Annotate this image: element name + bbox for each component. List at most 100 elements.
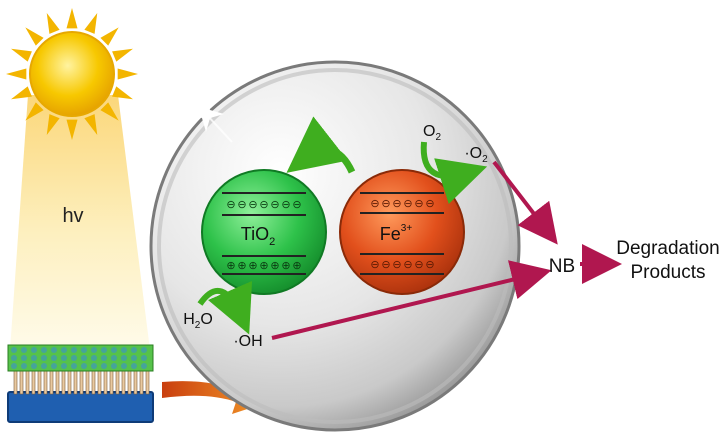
nanotube [61,369,66,395]
sun-ray [11,86,32,100]
charge-symbol: ⊕ [292,260,301,272]
nanotube-cap [111,347,117,353]
nanotube-cap [81,363,87,369]
nanotube-cap [121,355,127,361]
charge-symbol: ⊖ [425,259,434,271]
nanotube-cap [71,347,77,353]
nanotube-cap [141,363,147,369]
hydroxyl-label: ·OH [233,333,262,350]
nanotube-cap [11,347,17,353]
nanotube [145,369,150,395]
nanotube-cap [91,355,97,361]
nanotube-cap [121,347,127,353]
nanotube [97,369,102,395]
sun-ray [100,102,119,121]
sun-ray [84,114,98,135]
nanotube-cap [111,355,117,361]
sun-ray [112,86,133,100]
charge-symbol: ⊖ [370,259,379,271]
sun-icon [6,8,138,140]
superoxide-to-nb-arrow [492,160,558,245]
nanotube-cap [51,355,57,361]
nanotube [109,369,114,395]
water-oxidation-arrow [197,280,253,335]
nanotube [103,369,108,395]
nanotube-cap [61,363,67,369]
nanotube-cap [11,355,17,361]
tio2-label: TiO2 [241,224,275,248]
charge-symbol: ⊖ [381,198,390,210]
charge-symbol: ⊖ [403,259,412,271]
nanotube-cap [21,347,27,353]
nanotube-cap [101,363,107,369]
nanotube-cap [131,347,137,353]
charge-symbol: ⊕ [237,260,246,272]
superoxide-label: ·O2 [464,145,488,165]
charge-symbol: ⊖ [281,199,290,211]
oxygen-reduction-arrow [420,141,488,204]
sun-ray [46,114,60,135]
fe-label: Fe3+ [380,223,413,244]
fe-particle: ⊖⊖⊖⊖⊖⊖ ⊖⊖⊖⊖⊖⊖ Fe3+ [339,169,465,295]
electron-transfer-arrow [286,116,356,174]
nanotube-cap [21,363,27,369]
charge-symbol: ⊖ [270,199,279,211]
nanotube [55,369,60,395]
sun-ray [25,102,44,121]
nanotube-cap [51,363,57,369]
sun-ray [11,48,32,62]
nanotube [31,369,36,395]
nanotube [25,369,30,395]
nanotube-cap [121,363,127,369]
nanotube-cap [11,363,17,369]
nanotube [133,369,138,395]
nanotube-cap [91,347,97,353]
nanotube-cap [61,355,67,361]
nanotube-cap [81,355,87,361]
nanotube-cap [81,347,87,353]
charge-symbol: ⊖ [237,199,246,211]
nanotube [49,369,54,395]
charge-symbol: ⊕ [226,260,235,272]
light-beam [10,95,150,350]
nanotube [115,369,120,395]
nanotube [139,369,144,395]
nanotube [127,369,132,395]
products-label-line2: Products [631,262,706,283]
nanotube [43,369,48,395]
nanotube [37,369,42,395]
sun-ray [112,48,133,62]
charge-symbol: ⊖ [414,259,423,271]
sun-ray [46,13,60,34]
products-label-line1: Degradation [616,238,720,259]
charge-symbol: ⊖ [370,198,379,210]
nanotube-cap [41,363,47,369]
sun-ray [66,119,78,140]
sun-ray [66,8,78,29]
light-label: hv [62,205,83,227]
sun-ray [117,68,138,80]
nanotube-cap [31,347,37,353]
nanotube [121,369,126,395]
nanotube [85,369,90,395]
charge-symbol: ⊖ [392,259,401,271]
nanotube [91,369,96,395]
nanotube-cap [91,363,97,369]
charge-symbol: ⊖ [425,198,434,210]
charge-symbol: ⊕ [259,260,268,272]
nanotube-cap [31,355,37,361]
nanotube-cap [131,363,137,369]
charge-symbol: ⊖ [292,199,301,211]
charge-symbol: ⊖ [403,198,412,210]
nanotube-cap [31,363,37,369]
nanotube-cap [141,355,147,361]
nanotube-cap [111,363,117,369]
nanotube-cap [41,347,47,353]
sun-ray [25,27,44,46]
charge-symbol: ⊕ [270,260,279,272]
charge-symbol: ⊖ [414,198,423,210]
nanotube-cap [131,355,137,361]
charge-symbol: ⊖ [381,259,390,271]
charge-symbol: ⊖ [248,199,257,211]
